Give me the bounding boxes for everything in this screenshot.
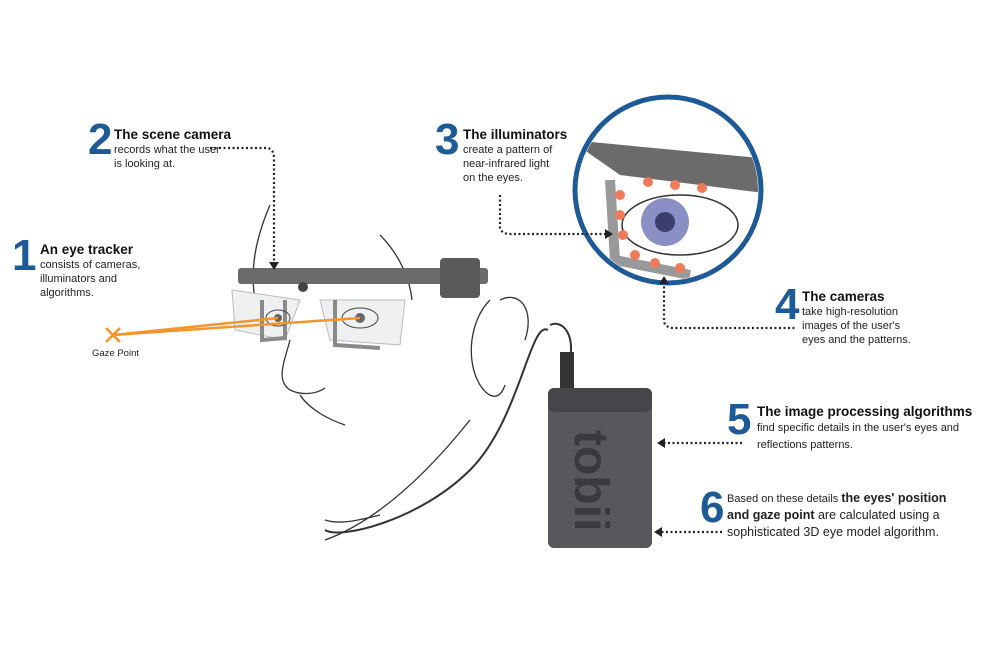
step-text: on the eyes.	[463, 172, 523, 184]
device-logo: tobii	[564, 430, 617, 531]
step-text: records what the user	[114, 144, 220, 156]
step-text: near-infrared light	[463, 158, 550, 170]
gaze-point-label: Gaze Point	[92, 348, 139, 359]
step-text: are calculated using a	[814, 508, 940, 522]
step-text: illuminators and	[40, 273, 118, 285]
step-text: create a pattern of	[463, 144, 553, 156]
step-number: 4	[775, 280, 800, 329]
step-text: find specific details in the user's eyes…	[757, 422, 960, 434]
step-number: 6	[700, 483, 725, 532]
step-emphasis: and gaze point	[727, 508, 815, 522]
step-text: reflections patterns.	[757, 439, 853, 451]
step-text: is looking at.	[114, 158, 176, 170]
dotted-connectors	[210, 146, 795, 534]
step-text: Based on these details	[727, 493, 842, 505]
step-title: An eye tracker	[40, 242, 134, 257]
step-number: 2	[88, 115, 113, 164]
step-text: images of the user's	[802, 320, 901, 332]
gaze-rays	[105, 316, 361, 343]
step-text: algorithms.	[40, 287, 94, 299]
step-number: 1	[12, 231, 37, 280]
step-title: The scene camera	[114, 127, 232, 142]
head-outline	[252, 204, 529, 541]
arrowheads	[269, 229, 669, 537]
step-title: The illuminators	[463, 127, 568, 142]
step-text: consists of cameras,	[40, 259, 141, 271]
illuminator-dots	[615, 177, 707, 273]
step-text: take high-resolution	[802, 306, 899, 318]
glasses	[231, 258, 488, 350]
step-emphasis: the eyes' position	[841, 491, 947, 505]
step-title: The cameras	[802, 289, 885, 304]
step-number: 5	[727, 395, 752, 444]
step-title: The image processing algorithms	[757, 404, 973, 419]
tobii-device: tobii	[548, 352, 652, 548]
cable	[324, 322, 572, 534]
step-text: sophisticated 3D eye model algorithm.	[727, 525, 939, 539]
step-text: eyes and the patterns.	[802, 334, 911, 346]
step-number: 3	[435, 115, 460, 164]
eye-closeup	[572, 94, 764, 286]
